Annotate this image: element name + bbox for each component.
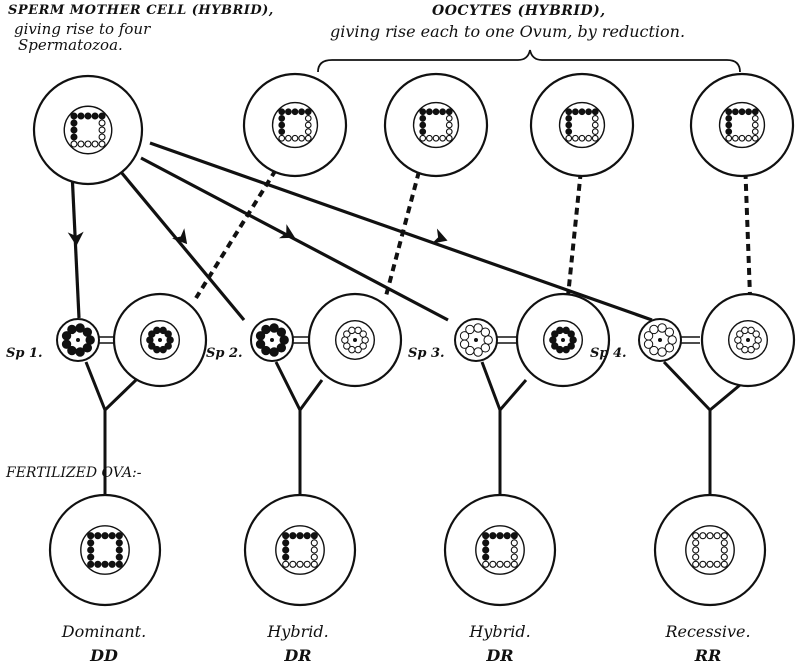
oocyte-dashed-lines [194, 158, 752, 300]
ovum-2 [307, 292, 403, 388]
ovum-4 [700, 292, 796, 388]
sperm-label-1: Sp 1. [6, 346, 43, 361]
sperm-mother-title: SPERM MOTHER CELL (HYBRID), [8, 3, 274, 18]
result-genotype-1: DD [90, 646, 118, 665]
arrowhead [431, 228, 448, 244]
sperm-mother-subtitle-1: giving rise to four [14, 20, 151, 38]
fertilized-ovum-1 [48, 493, 162, 607]
fertilized-ovum-2 [243, 493, 357, 607]
fertilization-lines [84, 360, 747, 500]
arrowheads [67, 224, 448, 246]
spermatozoon-2 [250, 318, 294, 362]
fertilized-ova-label: FERTILIZED OVA:- [6, 465, 142, 481]
result-name-3: Hybrid. [469, 622, 531, 641]
result-name-4: Recessive. [665, 622, 751, 641]
result-genotype-2: DR [284, 646, 312, 665]
oocyte-3 [529, 72, 635, 178]
result-genotype-4: RR [694, 646, 722, 665]
spermatozoon-3 [454, 318, 498, 362]
oocyte-1 [242, 72, 348, 178]
arrowhead [67, 231, 84, 246]
sperm-mother-cell [32, 74, 144, 186]
cells-layer [32, 72, 796, 607]
fertilized-ovum-3 [443, 493, 557, 607]
sperm-label-3: Sp 3. [408, 346, 445, 361]
result-name-1: Dominant. [61, 622, 147, 641]
sperm-mother-subtitle-2: Spermatozoa. [18, 36, 123, 54]
ovum-3 [515, 292, 611, 388]
arrowhead [172, 228, 188, 245]
fertilized-ovum-4 [653, 493, 767, 607]
spermatozoon-1 [56, 318, 100, 362]
arrowhead [278, 224, 296, 239]
ovum-1 [112, 292, 208, 388]
oocytes-subtitle: giving rise each to one Ovum, by reducti… [330, 22, 686, 41]
result-genotype-3: DR [486, 646, 514, 665]
oocyte-2 [383, 72, 489, 178]
result-name-2: Hybrid. [267, 622, 329, 641]
sperm-label-4: Sp 4. [590, 346, 627, 361]
spermatozoon-4 [638, 318, 682, 362]
oocytes-title: OOCYTES (HYBRID), [432, 3, 606, 19]
sperm-arrows [70, 141, 653, 322]
sperm-label-2: Sp 2. [206, 346, 243, 361]
oocyte-4 [689, 72, 795, 178]
header-brace [317, 49, 741, 73]
